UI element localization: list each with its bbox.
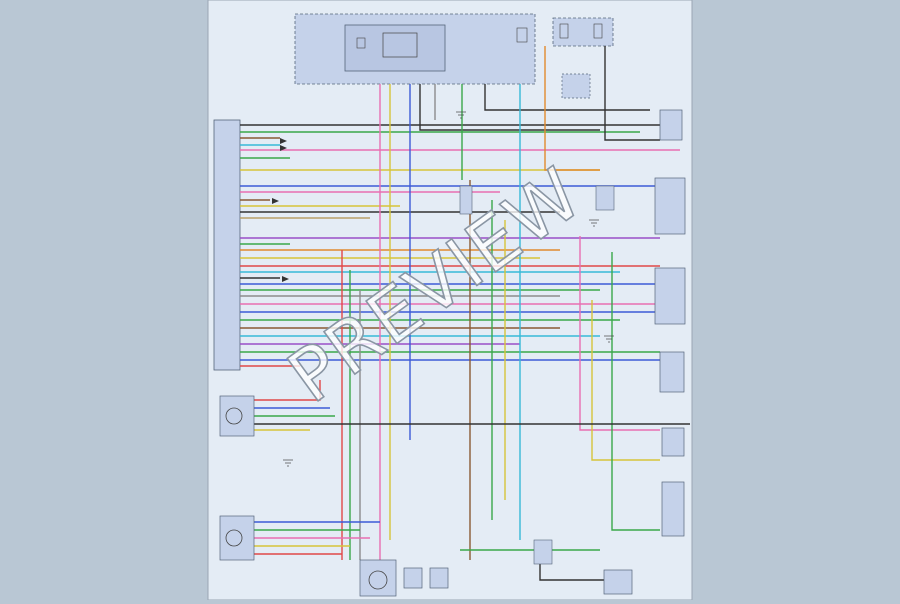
ambient-sensor-box (603, 569, 633, 595)
motor-icon (225, 407, 243, 425)
right-fuse-a (559, 23, 569, 39)
ground-icon (456, 111, 466, 119)
ground-icon (283, 459, 293, 467)
ground-icon (604, 335, 614, 343)
wire (611, 252, 660, 531)
wire (254, 380, 321, 401)
connector-box-bottom (533, 539, 553, 565)
wire (419, 84, 600, 131)
wire (579, 236, 660, 431)
ground-icon (589, 219, 599, 227)
wire-group (240, 46, 690, 581)
relay-box-mid (595, 185, 615, 211)
resistor-box (659, 351, 685, 393)
water-sensor-box (429, 567, 449, 589)
evap-sensor-box (403, 567, 423, 589)
blower-relay-box (654, 177, 686, 235)
relay-coil (382, 32, 418, 58)
blower-motor-box (359, 559, 397, 597)
high-relay-box (654, 267, 686, 325)
fuse-small-left (356, 37, 366, 49)
blend-door-motor (219, 395, 255, 437)
right-fuse-block (552, 17, 614, 47)
actuator-box-right (661, 427, 685, 457)
mode-actuator-box (661, 481, 685, 537)
right-fuse-b (593, 23, 603, 39)
small-relay-box (561, 73, 591, 99)
motor-icon (225, 529, 243, 547)
arrow-markers (272, 138, 289, 282)
diode-box (459, 185, 473, 215)
motor-icon (368, 570, 388, 590)
recirc-motor (219, 515, 255, 561)
wire (604, 46, 660, 141)
compressor-clutch (659, 109, 683, 141)
control-module-connector (213, 119, 241, 371)
wire (484, 84, 650, 111)
wire (591, 300, 660, 461)
wire (544, 46, 600, 171)
fuse-small-right (516, 27, 528, 43)
